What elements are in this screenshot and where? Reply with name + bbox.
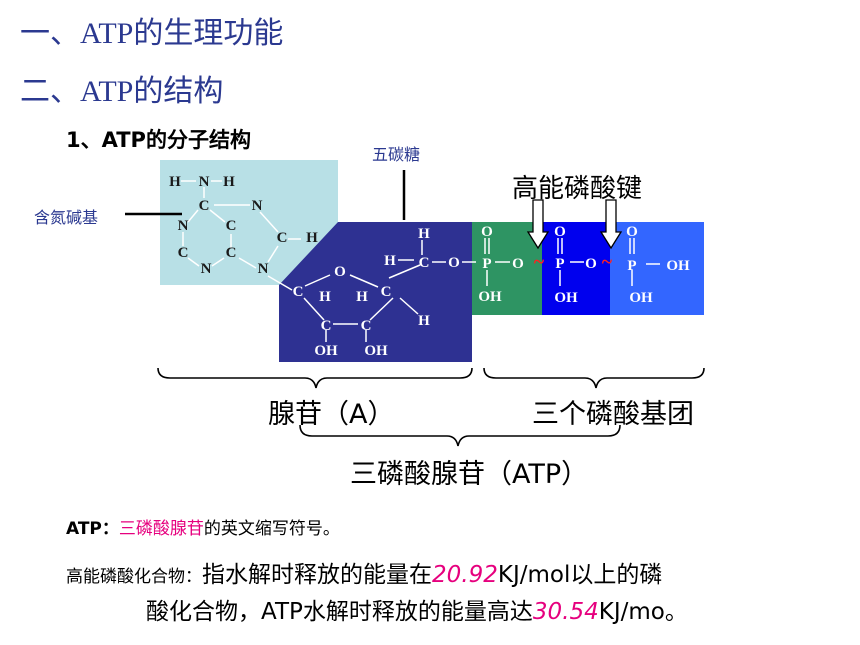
atom: O [554, 224, 566, 240]
atom: C [226, 218, 237, 234]
atom: C [361, 318, 372, 334]
description-text-2a: 酸化合物，ATP水解时释放的能量高达 [146, 599, 533, 625]
atom: N [258, 261, 269, 277]
atom: OH [364, 343, 388, 359]
phosphate-region-3 [610, 222, 704, 315]
sugar-bonds [303, 240, 446, 342]
atom: P [627, 258, 636, 274]
description-line-1: 高能磷酸化合物：指水解时释放的能量在20.92KJ/mol以上的磷 [66, 555, 662, 589]
phosphate-brace [483, 367, 705, 389]
atom: H [418, 313, 430, 329]
label-adenosine: 腺苷（A） [268, 399, 395, 430]
tilde-bond-1: ~ [534, 251, 545, 273]
high-energy-bonds: ~ ~ [534, 251, 613, 273]
atom: OH [666, 258, 690, 274]
atom: O [481, 224, 493, 240]
description-term: 高能磷酸化合物： [66, 567, 202, 587]
base-bonds [181, 180, 301, 291]
atom: C [178, 245, 189, 261]
phosphate-atoms: O P OH O O P OH O O P OH OH [478, 224, 690, 306]
description-text-2b: KJ/mo。 [598, 599, 688, 625]
heading-structure: 二、ATP的结构 [20, 75, 224, 108]
atom: C [226, 245, 237, 261]
base-atoms: H N H C N N C C H C C N N [169, 174, 318, 277]
heading-physiological-function: 一、ATP的生理功能 [20, 17, 284, 50]
atom: O [512, 256, 524, 272]
atom: H [169, 174, 181, 190]
note-highlight: 三磷酸腺苷 [118, 519, 204, 539]
atom: C [293, 284, 304, 300]
phosphate-region-1 [472, 222, 542, 315]
atom: C [321, 318, 332, 334]
atom: H [306, 230, 318, 246]
atom: H [356, 289, 368, 305]
atom: H [223, 174, 235, 190]
atom: C [419, 255, 430, 271]
description-text-1b: KJ/mol以上的磷 [497, 562, 663, 588]
sugar-atoms: O C H H C C C OH OH H H C O H [293, 226, 460, 359]
label-high-energy-bond: 高能磷酸键 [512, 174, 643, 204]
tilde-bond-2: ~ [602, 251, 613, 273]
description-value-2: 30.54 [532, 599, 599, 625]
label-pentose: 五碳糖 [372, 145, 421, 164]
atp-definition-note: ATP：三磷酸腺苷的英文缩写符号。 [66, 514, 340, 539]
label-nitrogenous-base: 含氮碱基 [34, 208, 99, 227]
note-suffix: 的英文缩写符号。 [203, 519, 340, 539]
atp-brace [299, 424, 621, 447]
label-three-phosphates: 三个磷酸基团 [532, 399, 694, 430]
adenosine-brace [157, 367, 473, 389]
bond-arrow-2 [599, 199, 623, 250]
atom: P [482, 256, 491, 272]
atom: OH [478, 289, 502, 305]
description-value-1: 20.92 [432, 562, 498, 588]
atom: H [418, 226, 430, 242]
braces [157, 367, 705, 447]
atom: C [381, 284, 392, 300]
atom: O [448, 255, 460, 271]
atom: H [319, 289, 331, 305]
atom: N [178, 218, 189, 234]
note-prefix: ATP： [66, 519, 119, 539]
bond-arrow-1 [526, 199, 550, 250]
atom: OH [554, 290, 578, 306]
atom: N [252, 198, 263, 214]
atom: OH [629, 290, 653, 306]
sugar-region [279, 222, 472, 362]
atom: OH [314, 343, 338, 359]
atom: O [585, 256, 597, 272]
phosphate-bonds [462, 238, 660, 286]
atom: N [199, 174, 210, 190]
subheading-molecular-structure: 1、ATP的分子结构 [66, 128, 251, 152]
atom: C [277, 230, 288, 246]
atom: O [626, 224, 638, 240]
atom: C [199, 198, 210, 214]
atom: H [384, 253, 396, 269]
label-atp: 三磷酸腺苷（ATP） [350, 459, 589, 490]
description-text-1a: 指水解时释放的能量在 [202, 562, 432, 588]
atom: N [201, 261, 212, 277]
description-line-2: 酸化合物，ATP水解时释放的能量高达30.54KJ/mo。 [146, 592, 688, 626]
atom: O [334, 264, 346, 280]
atom: P [555, 256, 564, 272]
phosphate-region-2 [542, 222, 610, 315]
